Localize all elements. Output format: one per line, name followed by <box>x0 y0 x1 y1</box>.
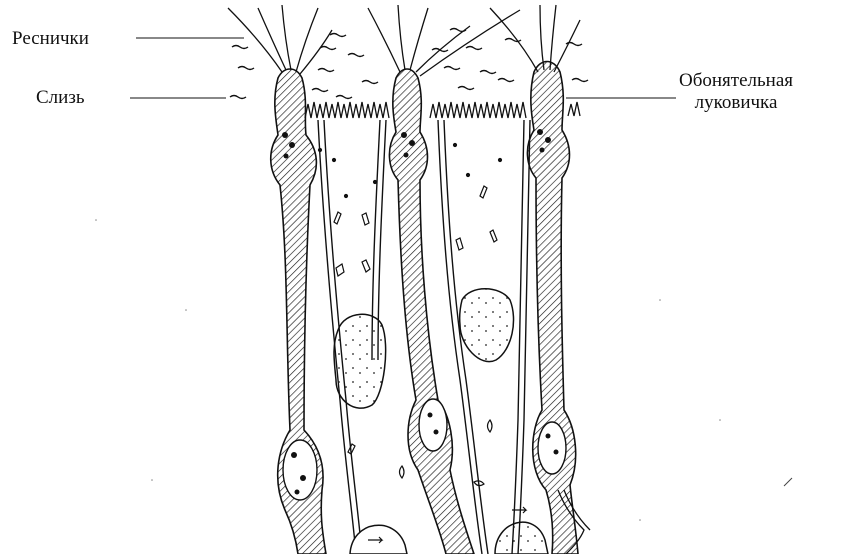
label-cilia: Реснички <box>12 28 89 50</box>
label-mucus: Слизь <box>36 87 85 109</box>
receptor-cell-1 <box>271 69 326 554</box>
stray-mark <box>784 478 792 486</box>
cilia <box>228 5 580 76</box>
receptor-cell-3 <box>527 62 578 555</box>
label-olfactory-bulb-line1: Обонятельная <box>679 70 793 92</box>
label-olfactory-bulb-line2: луковичка <box>679 92 793 114</box>
label-olfactory-bulb: Обонятельная луковичка <box>679 70 793 114</box>
